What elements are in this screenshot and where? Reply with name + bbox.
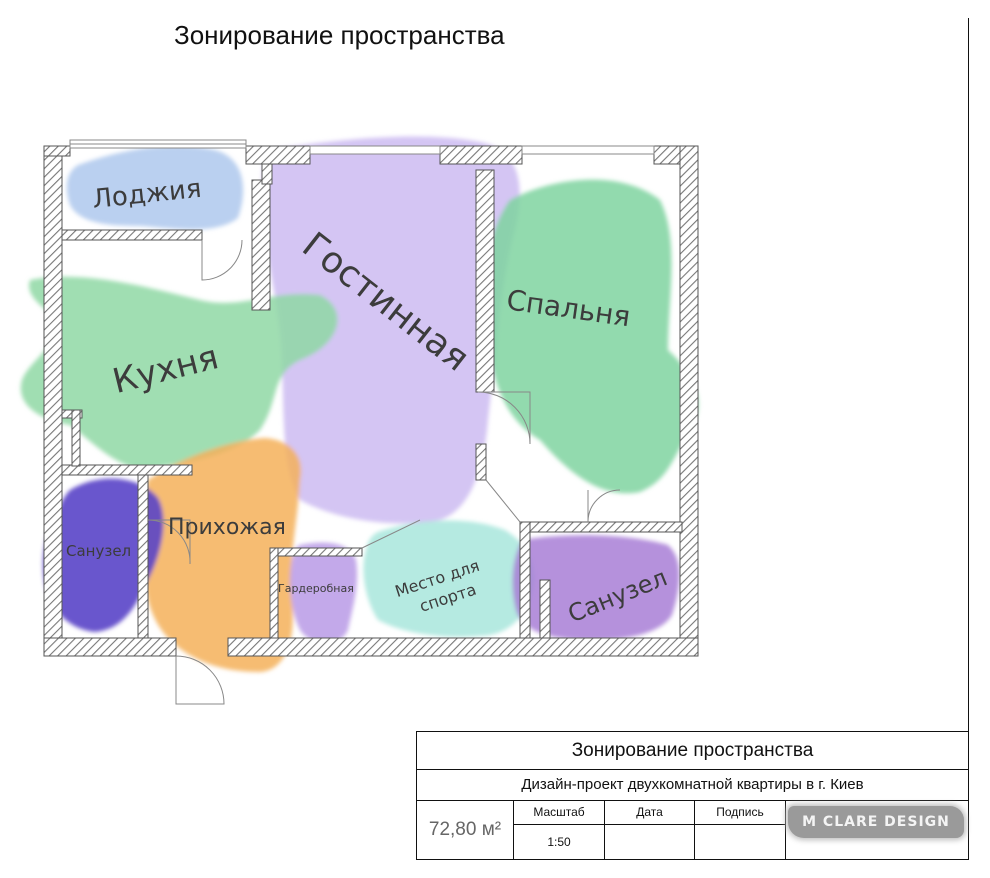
walls <box>43 145 699 657</box>
date-value <box>605 825 694 860</box>
zone-blob-bedroom <box>484 179 699 494</box>
zone-blob-bathroom-right <box>512 535 680 641</box>
title-block: Зонирование пространства Дизайн-проект д… <box>416 731 969 860</box>
zone-blob-living-room <box>262 136 520 524</box>
logo: M CLARE DESIGN <box>786 800 970 860</box>
signature-value <box>695 825 785 860</box>
zone-blob-loggia <box>66 145 244 230</box>
logo-brush <box>788 806 964 838</box>
signature-label: Подпись <box>695 800 785 825</box>
signature-column: Подпись <box>695 800 786 860</box>
frame-border <box>968 18 969 860</box>
zone-blob-bathroom-left <box>43 478 164 632</box>
page-title: Зонирование пространства <box>174 20 505 50</box>
zone-blob-sport <box>363 520 534 638</box>
scale-column: Масштаб 1:50 <box>514 800 605 860</box>
zone-blob-kitchen <box>20 276 338 470</box>
zone-label-hallway: Прихожая <box>168 515 286 540</box>
zone-label-bathroom-left: Санузел <box>66 542 131 560</box>
zone-label-wardrobe: Гардеробная <box>278 582 354 595</box>
scale-label: Масштаб <box>514 800 604 825</box>
title-block-title: Зонирование пространства <box>417 732 968 770</box>
scale-value: 1:50 <box>547 835 571 849</box>
logo-text: M CLARE DESIGN <box>802 814 950 830</box>
date-label: Дата <box>605 800 694 825</box>
title-block-subtitle: Дизайн-проект двухкомнатной квартиры в г… <box>417 769 968 801</box>
zone-blob-hallway <box>145 438 301 672</box>
date-column: Дата <box>605 800 695 860</box>
openings <box>69 139 655 705</box>
zone-blob-wardrobe <box>290 542 358 644</box>
zone-blobs <box>20 136 699 672</box>
area-value: 72,80 м² <box>417 800 514 860</box>
